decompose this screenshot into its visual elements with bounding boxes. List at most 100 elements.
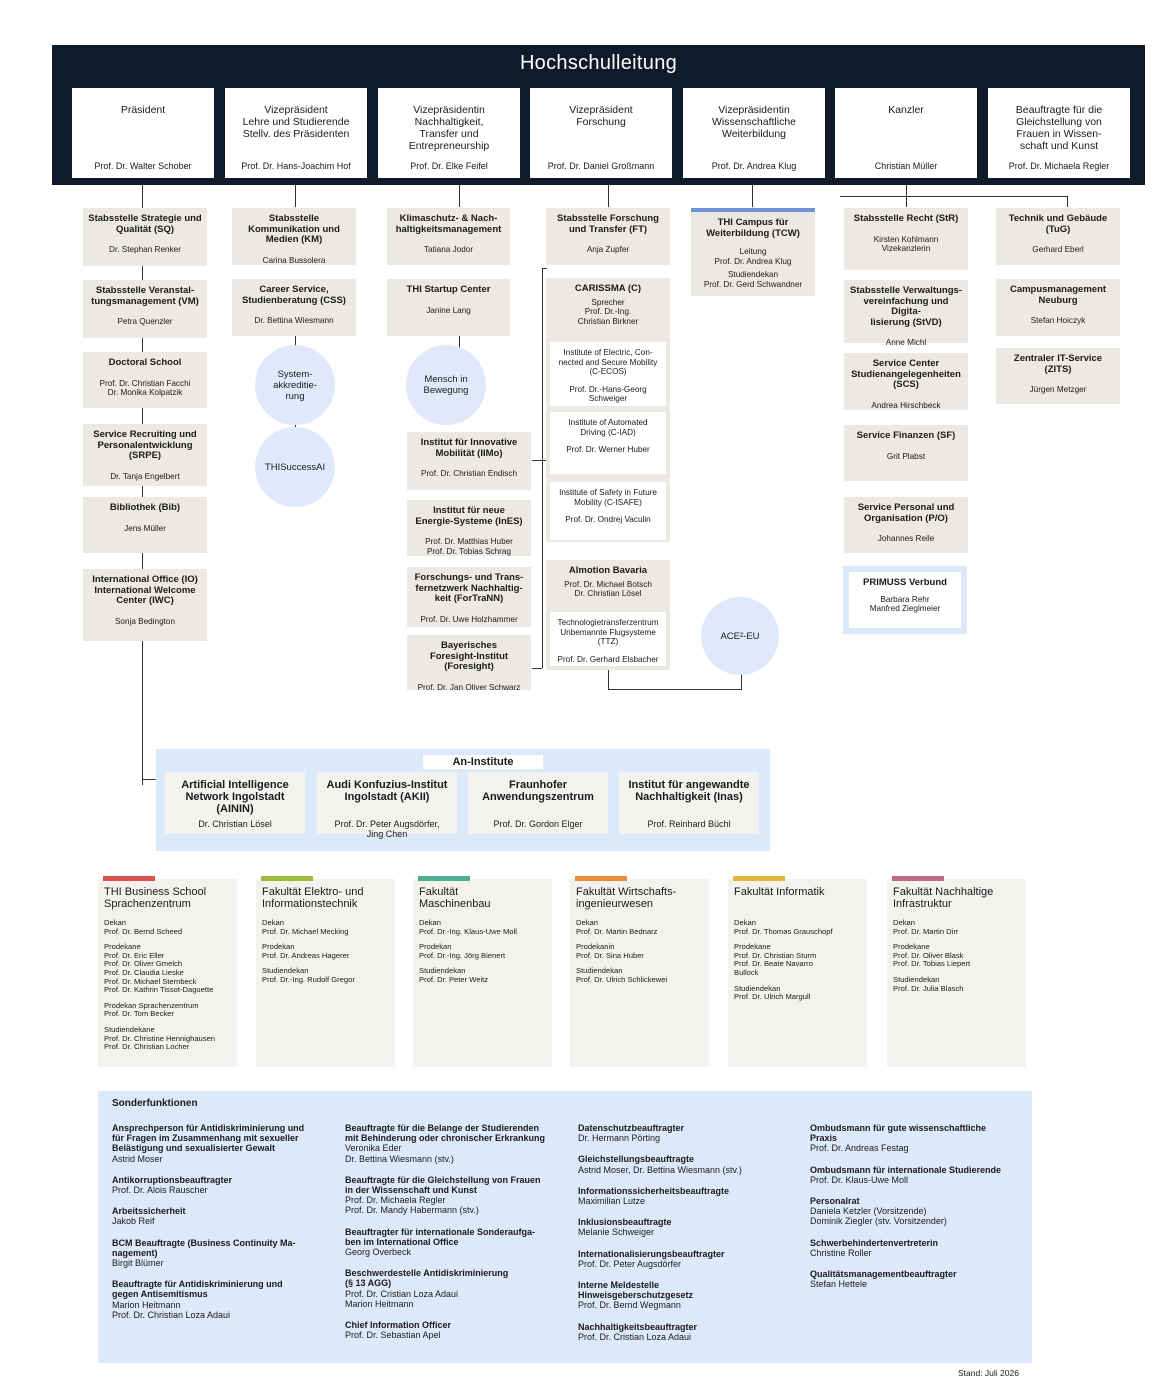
faculty-box: Fakultät Elektro- und Informationstechni…	[256, 876, 395, 1067]
unit-box: International Office (IO) International …	[83, 569, 207, 641]
unit-box: Stabsstelle Forschung und Transfer (FT)A…	[546, 208, 670, 265]
sonderfunktion-person: Astrid Moser	[112, 1153, 163, 1164]
connector-line	[608, 185, 609, 207]
faculty-title: Fakultät Nachhaltige Infrastruktur	[893, 886, 994, 910]
carissma-sub-title: Institute of Safety in Future Mobility (…	[559, 488, 657, 507]
unit-box: Service Finanzen (SF)Grit Plabst	[844, 425, 968, 481]
sonderfunktionen-panel	[98, 1091, 1032, 1363]
unit-box-person: Prof. Dr. Christian Facchi Dr. Monika Ko…	[99, 378, 191, 398]
connector-line	[532, 460, 547, 461]
sonderfunktion-title: Gleichstellungsbeauftragte	[578, 1154, 695, 1165]
an-institute-box-title: Artificial Intelligence Network Ingolsta…	[181, 779, 289, 815]
leadership-box-person: Prof. Dr. Daniel Großmann	[547, 161, 655, 171]
unit-box-person: Sonja Bedington	[114, 616, 176, 626]
faculty-section: Dekan Prof. Dr.-Ing. Klaus-Uwe Moll	[419, 918, 517, 936]
sonderfunktion-person: Prof. Dr. Cristian Loza Adaui	[578, 1331, 692, 1342]
connector-line	[459, 335, 460, 350]
unit-box-title: Klimaschutz- & Nach- haltigkeitsmanageme…	[395, 213, 502, 235]
sonderfunktion-person: Melanie Schweiger	[578, 1227, 655, 1238]
sonderfunktion-person: Veronika Eder Dr. Bettina Wiesmann (stv.…	[345, 1143, 454, 1164]
leadership-box-person: Prof. Dr. Walter Schober	[94, 161, 192, 171]
faculty-color-bar	[892, 876, 944, 881]
sonderfunktionen-column: Beauftragte für die Belange der Studiere…	[345, 1123, 570, 1351]
sonderfunktion-title: Interne Meldestelle Hinweisgeberschutzge…	[578, 1280, 694, 1301]
unit-box-person: Prof. Dr. Uwe Holzhammer	[420, 614, 518, 624]
unit-box-person: Prof. Dr. Christian Endisch	[420, 469, 517, 478]
faculty-section: Dekan Prof. Dr. Thomas Grauschopf	[734, 918, 833, 936]
sonderfunktion-person: Birgit Blümer	[112, 1258, 164, 1269]
unit-box-person: Kirsten Kohlmann Vizekanzlerin	[873, 234, 939, 254]
unit-box-title: Career Service, Studienberatung (CSS)	[242, 284, 346, 306]
connector-line	[608, 668, 609, 690]
unit-box-person: Dr. Bettina Wiesmann	[254, 316, 334, 325]
faculty-section: Studiendekane Prof. Dr. Christine Hennig…	[104, 1024, 216, 1052]
sonderfunktion-title: Arbeitssicherheit	[112, 1206, 186, 1217]
almotion-title: AImotion Bavaria	[568, 565, 648, 576]
unit-box: Service Center Studienangelegenheiten (S…	[844, 353, 968, 410]
unit-box-person: Petra Quenzler	[117, 317, 173, 326]
leadership-box-person: Prof. Dr. Andrea Klug	[711, 161, 797, 171]
an-institute-box-title: Institut für angewandte Nachhaltigkeit (…	[628, 779, 750, 803]
faculty-section: Prodekane Prof. Dr. Christian Sturm Prof…	[734, 942, 817, 977]
unit-box: Bibliothek (Bib)Jens Müller	[83, 497, 207, 553]
faculty-section: Studiendekan Prof. Dr.-Ing. Rudolf Grego…	[262, 966, 355, 984]
sonderfunktion-title: Nachhaltigkeitsbeauftragter	[578, 1321, 698, 1332]
an-institute-box-title: Audi Konfuzius-Institut Ingolstadt (AKII…	[326, 779, 448, 803]
unit-box: Stabsstelle Veranstal- tungsmanagement (…	[83, 280, 207, 338]
carissma-sub-person: Prof. Dr. Ondrej Vaculin	[565, 515, 651, 524]
sonderfunktion-item: Ombudsmann für internationale Studierend…	[810, 1165, 1035, 1185]
connector-line	[532, 668, 542, 669]
faculty-section: Dekan Prof. Dr. Martin Dirr	[893, 918, 959, 936]
sonderfunktion-person: Prof. Dr. Alois Rauscher	[112, 1185, 208, 1196]
carissma-sub-box: Institute of Electric, Con- nected and S…	[550, 342, 666, 406]
faculty-section: Studiendekan Prof. Dr. Ulrich Schlickewe…	[576, 966, 668, 984]
unit-box-title: Service Center Studienangelegenheiten (S…	[851, 358, 961, 390]
leadership-box-person: Christian Müller	[874, 161, 938, 171]
carissma-sub-box: Institute of Automated Driving (C-IAD)Pr…	[550, 412, 666, 474]
connector-line	[741, 673, 742, 690]
sonderfunktion-item: BCM Beauftragte (Business Continuity Ma-…	[112, 1238, 337, 1269]
circle-node: Mensch in Bewegung	[406, 345, 486, 425]
faculty-color-bar	[261, 876, 313, 881]
connector-line	[459, 185, 460, 207]
sonderfunktion-title: Beauftragte für Antidiskriminierung und …	[112, 1279, 283, 1300]
carissma-person: Sprecher Prof. Dr.-Ing. Christian Birkne…	[577, 297, 639, 326]
unit-box-person: Prof. Dr. Matthias Huber Prof. Dr. Tobia…	[425, 537, 513, 556]
sonderfunktion-person: Prof. Dr. Michaela Regler Prof. Dr. Mand…	[345, 1195, 479, 1216]
faculty-section: Dekan Prof. Dr. Michael Mecking	[262, 918, 349, 936]
faculty-title: Fakultät Maschinenbau	[419, 886, 491, 910]
faculty-section: Studiendekan Prof. Dr. Julia Blasch	[893, 974, 964, 993]
an-institute-box: Institut für angewandte Nachhaltigkeit (…	[619, 772, 759, 834]
faculty-title: Fakultät Wirtschafts- ingenieurwesen	[576, 886, 677, 910]
an-institute-title: An-Institute	[423, 755, 543, 769]
unit-box-title: Bayerisches Foresight-Institut (Foresigh…	[429, 640, 509, 672]
unit-box: Stabsstelle Strategie und Qualität (SQ)D…	[83, 208, 207, 266]
sonderfunktion-title: Chief Information Officer	[345, 1320, 452, 1331]
sonderfunktion-title: Ombudsmann für internationale Studierend…	[810, 1164, 1002, 1175]
unit-box-person: Prof. Dr. Jan Oliver Schwarz	[417, 682, 521, 692]
unit-box: Institut für neue Energie-Systeme (InES)…	[407, 500, 531, 556]
sonderfunktion-title: BCM Beauftragte (Business Continuity Ma-…	[112, 1237, 296, 1258]
carissma-sub-title: Institute of Electric, Con- nected and S…	[558, 348, 658, 376]
sonderfunktion-title: Schwerbehindertenvertreterin	[810, 1237, 939, 1248]
unit-box: Zentraler IT-Service (ZITS)Jürgen Metzge…	[996, 348, 1120, 404]
leadership-box: Vizepräsidentin Nachhaltigkeit, Transfer…	[378, 88, 520, 178]
ttz-person: Prof. Dr. Gerhard Elsbacher	[557, 654, 659, 664]
sonderfunktion-title: Ombudsmann für gute wissenschaftliche Pr…	[810, 1123, 987, 1144]
sonderfunktion-person: Daniela Ketzler (Vorsitzende) Dominik Zi…	[810, 1206, 947, 1227]
connector-line	[752, 185, 753, 207]
sonderfunktion-title: Beschwerdestelle Antidiskriminierung (§ …	[345, 1268, 509, 1289]
unit-box-person: Carina Bussolera	[262, 255, 326, 265]
unit-box-person: Stefan Hoiczyk	[1030, 316, 1086, 325]
